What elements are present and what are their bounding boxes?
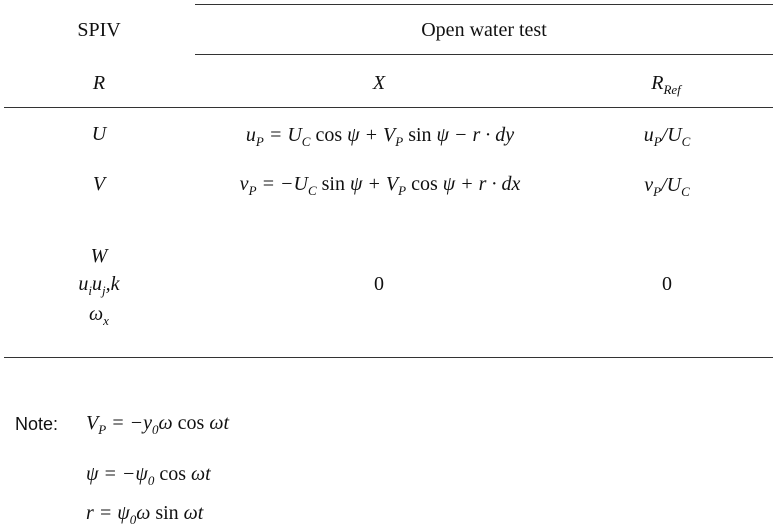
header-r-ref-base: R: [651, 72, 664, 94]
row-v-ref: vP/UC: [644, 174, 690, 199]
row-v-label: V: [92, 173, 106, 195]
row-u-label: U: [91, 123, 107, 145]
table-top-rule: [195, 4, 773, 5]
note-equation-r: r = ψ0ω sin ωt: [86, 502, 204, 527]
header-r-ref: RRef: [651, 71, 681, 97]
table-bottom-rule: [4, 357, 773, 358]
row-w-equation: 0: [374, 273, 384, 295]
header-open-water-test: Open water test: [421, 19, 547, 41]
row-u-equation: uP = UC cos ψ + VP sin ψ − r · dy: [245, 124, 515, 149]
group-header-rule: [195, 54, 773, 55]
row-omega-x-label: ωx: [89, 303, 109, 328]
note-equation-vp: VP = −y0ω cos ωt: [86, 412, 230, 437]
row-w-label: W: [90, 245, 108, 267]
header-x: X: [372, 72, 386, 94]
row-v-equation: vP = −UC sin ψ + VP cos ψ + r · dx: [239, 173, 521, 198]
note-equation-psi: ψ = −ψ0 cos ωt: [86, 463, 211, 488]
row-w-ref: 0: [662, 273, 672, 295]
row-uiuj-k-label: uiuj,k: [78, 273, 120, 298]
note-label: Note:: [15, 414, 59, 434]
header-bottom-rule: [4, 107, 773, 108]
header-spiv: SPIV: [77, 19, 121, 41]
header-r-ref-sub: Ref: [663, 82, 681, 97]
row-u-ref: uP/UC: [643, 124, 691, 149]
header-r: R: [92, 72, 106, 94]
